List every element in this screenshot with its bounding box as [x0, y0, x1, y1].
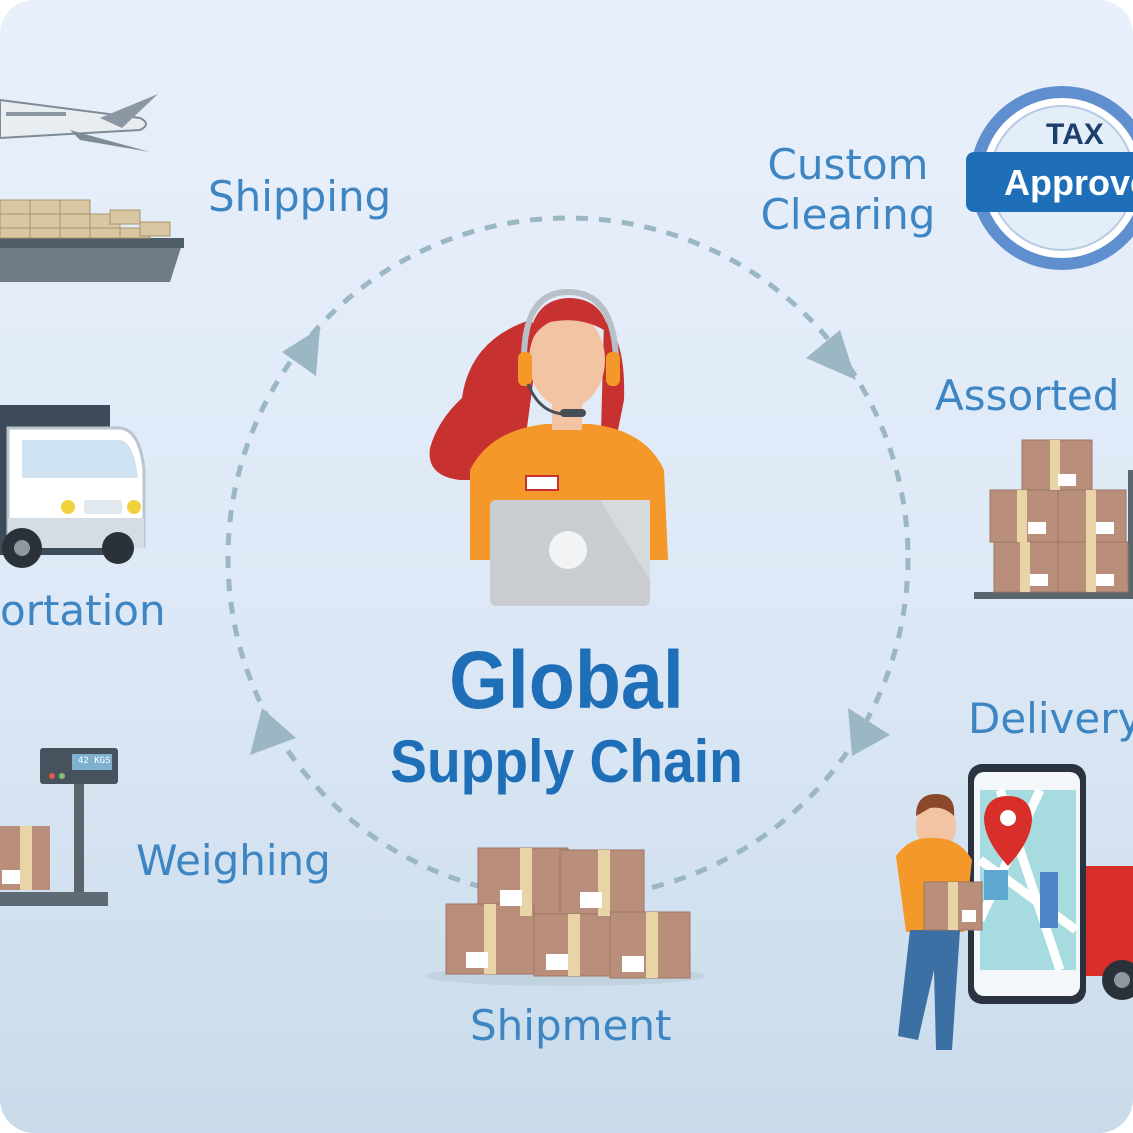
stage-label-transportation: ortation [0, 586, 166, 635]
cycle-arrow-top-right [806, 330, 856, 380]
cycle-arrow-bottom-left [250, 708, 296, 755]
cargo-ship-icon [0, 199, 184, 282]
stage-label-assorted: Assorted [935, 371, 1120, 420]
airplane-icon [0, 94, 158, 152]
stage-label-shipping: Shipping [208, 172, 392, 221]
weighing-scale-icon [0, 748, 118, 906]
diagram-title-line2: Supply Chain [390, 728, 743, 795]
custom-clearing-line2: Clearing [760, 190, 936, 239]
diagram-title-line1: Global [449, 635, 684, 726]
scale-display-readout: 42 KGS [78, 756, 111, 766]
stage-label-shipment: Shipment [470, 1001, 672, 1050]
stage-label-weighing: Weighing [136, 836, 331, 885]
stamp-tax-text: TAX [1046, 118, 1104, 151]
custom-clearing-line1: Custom [767, 140, 929, 189]
parcel-pile-icon [426, 847, 706, 986]
tax-approved-stamp-icon [966, 86, 1133, 270]
courier-with-phone-map-icon [896, 764, 1133, 1050]
call-center-agent-icon [429, 288, 668, 606]
stage-label-delivery: Delivery [968, 694, 1133, 743]
delivery-truck-icon [0, 405, 146, 568]
cycle-arrow-top-left [282, 328, 320, 376]
stacked-boxes-icon [974, 439, 1133, 599]
cycle-arrow-right [848, 708, 890, 756]
stage-label-custom-clearing: Custom Clearing [758, 140, 938, 240]
stamp-approved-text: Approve [1004, 162, 1133, 203]
